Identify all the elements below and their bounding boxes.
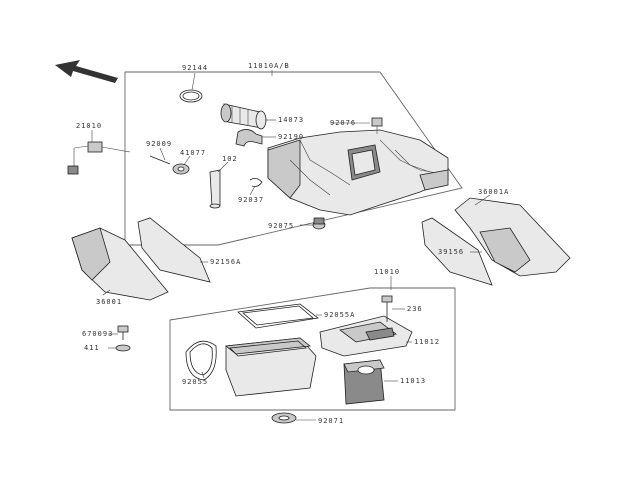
label-36001: 36001 (96, 298, 122, 306)
upper-assembly-box (124, 71, 463, 246)
filter-element-part (343, 359, 385, 405)
side-cover-right-inner-part (421, 217, 493, 286)
clamp-ring-part (179, 89, 203, 103)
label-92071: 92071 (318, 417, 344, 425)
air-box-housing-part (267, 129, 449, 216)
filter-case-part (224, 337, 317, 397)
label-102: 102 (222, 155, 238, 163)
label-92190: 92190 (278, 133, 304, 141)
grommet-41077-part (172, 163, 190, 175)
label-236: 236 (407, 305, 423, 313)
label-92009: 92009 (146, 140, 172, 148)
label-92055a: 92055A (324, 311, 355, 319)
label-39156: 39156 (438, 248, 464, 256)
label-11010: 11010 (374, 268, 400, 276)
direction-arrow-icon (55, 60, 118, 83)
screw-670093-part (117, 325, 129, 340)
clip-92037-part (249, 178, 263, 187)
elbow-hose-part (235, 129, 263, 147)
label-92055: 92055 (182, 378, 208, 386)
bolt-92076-part (371, 117, 383, 134)
label-92144: 92144 (182, 64, 208, 72)
label-14073: 14073 (278, 116, 304, 124)
side-cover-right-outer-part (454, 197, 571, 277)
gasket-92055a-part (237, 303, 319, 329)
bolt-236-part (381, 295, 393, 322)
washer-92071-part (271, 412, 297, 424)
label-11013: 11013 (400, 377, 426, 385)
drain-hose-part (209, 169, 221, 209)
label-411: 411 (84, 344, 100, 352)
label-36001a: 36001A (478, 188, 509, 196)
nut-92075-part (312, 217, 326, 230)
label-670093: 670093 (82, 330, 113, 338)
label-11010a-b: 11010A/B (248, 62, 290, 70)
label-92156a: 92156A (210, 258, 241, 266)
intake-duct-part (220, 103, 267, 130)
label-21010: 21010 (76, 122, 102, 130)
leader-lines (91, 70, 491, 421)
label-41077: 41077 (180, 149, 206, 157)
filter-cover-part (319, 315, 413, 357)
lower-assembly-box (169, 287, 456, 411)
side-cover-left-outer-part (71, 227, 169, 301)
gasket-92055-part (185, 340, 217, 381)
label-92037: 92037 (238, 196, 264, 204)
label-92075: 92075 (268, 222, 294, 230)
sensor-part (67, 141, 131, 175)
label-11012: 11012 (414, 338, 440, 346)
bolt-92009-part (149, 155, 171, 165)
side-cover-left-inner-part (137, 217, 211, 283)
label-92076: 92076 (330, 119, 356, 127)
washer-411-part (115, 344, 131, 352)
